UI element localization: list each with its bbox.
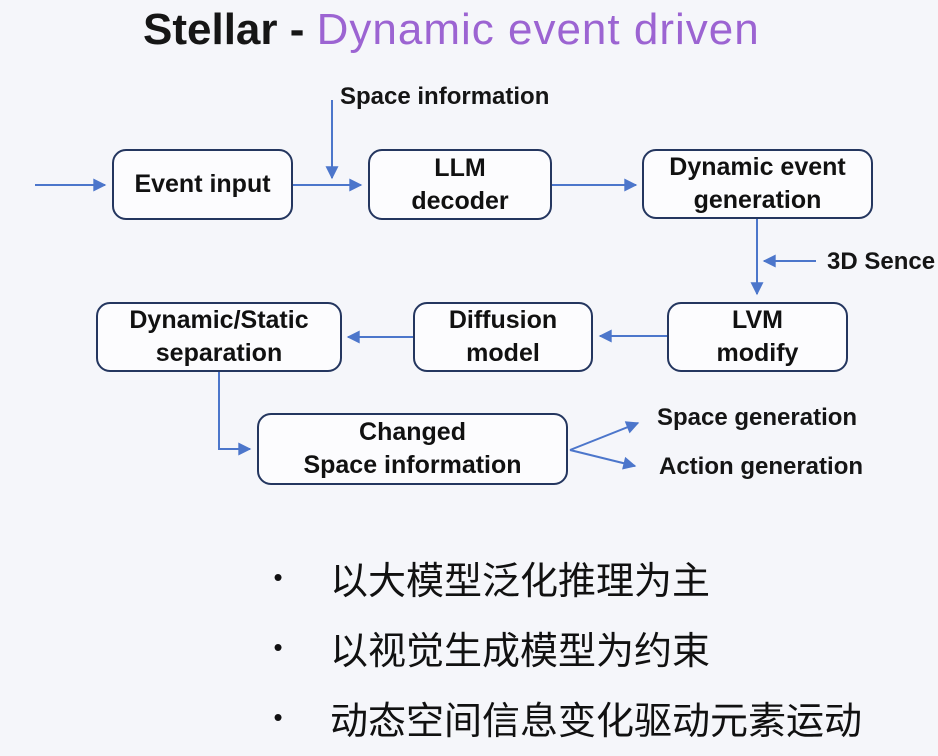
title-prefix: Stellar - <box>143 5 317 54</box>
node-lvm-modify: LVM modify <box>667 302 848 372</box>
page-title: Stellar - Dynamic event driven <box>143 4 760 57</box>
bullet-icon: • <box>273 561 283 592</box>
node-llm-decoder: LLM decoder <box>368 149 552 220</box>
list-item: • 以视觉生成模型为约束 <box>268 624 862 673</box>
bullet-list: • 以大模型泛化推理为主 • 以视觉生成模型为约束 • 动态空间信息变化驱动元素… <box>268 554 862 756</box>
label-3d-sence: 3D Sence <box>827 248 936 275</box>
node-dynamic-static-separation: Dynamic/Static separation <box>96 302 342 372</box>
arrow-branch-action-generation <box>569 449 637 470</box>
label-space-information: Space information <box>340 83 550 110</box>
title-highlight: Dynamic event driven <box>316 5 760 54</box>
label-space-generation: Space generation <box>657 404 858 431</box>
list-item: • 以大模型泛化推理为主 <box>268 554 862 603</box>
node-diffusion-model: Diffusion model <box>413 302 593 372</box>
arrow-branch-space-generation <box>569 421 640 451</box>
label-action-generation: Action generation <box>659 453 864 480</box>
bullet-icon: • <box>273 631 283 662</box>
connector-separation-to-changed <box>218 372 252 456</box>
list-item: • 动态空间信息变化驱动元素运动 <box>268 694 862 743</box>
bullet-text: 以视觉生成模型为约束 <box>330 630 711 673</box>
bullet-text: 动态空间信息变化驱动元素运动 <box>330 700 863 743</box>
node-changed-space-information: Changed Space information <box>257 413 568 485</box>
bullet-text: 以大模型泛化推理为主 <box>330 560 711 603</box>
node-event-input: Event input <box>112 149 293 220</box>
bullet-icon: • <box>273 701 283 732</box>
node-dynamic-event-generation: Dynamic event generation <box>642 149 873 219</box>
